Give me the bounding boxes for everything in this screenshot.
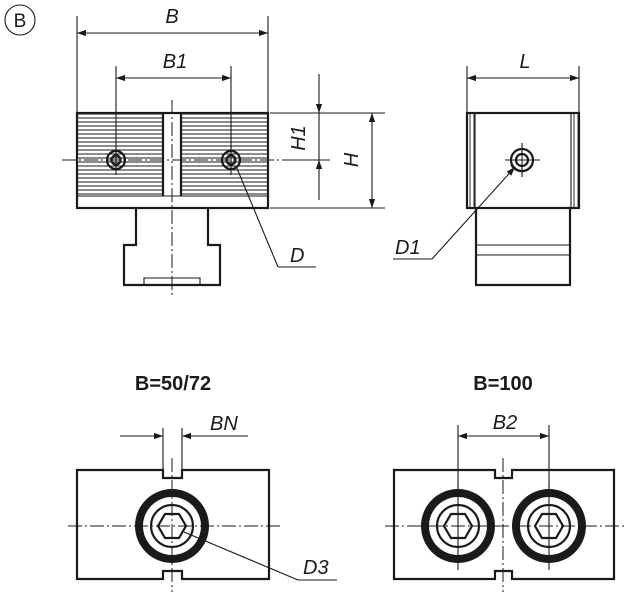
dim-label-bn: BN xyxy=(210,413,238,435)
callout-d3: D3 xyxy=(303,557,329,579)
bottom-view-large: B=100 B2 xyxy=(385,373,625,592)
view-badge: B xyxy=(4,4,36,36)
leader-d1 xyxy=(431,166,516,260)
callout-d1: D1 xyxy=(395,237,421,259)
jaw-outline xyxy=(465,111,581,210)
dim-label-b: B xyxy=(165,6,178,28)
jaw-plan-outline-large xyxy=(392,468,616,581)
dim-label-l: L xyxy=(519,51,530,73)
leader-d xyxy=(235,165,279,268)
heading-b-100: B=100 xyxy=(473,373,533,395)
dim-label-b1: B1 xyxy=(163,51,187,73)
dim-label-h: H xyxy=(341,152,363,167)
hex-socket-left xyxy=(442,512,474,540)
heading-b-50-72: B=50/72 xyxy=(135,373,211,395)
side-view: B B1 H1 H D xyxy=(62,6,385,295)
end-view: L D1 xyxy=(393,51,581,287)
callout-d: D xyxy=(290,245,304,267)
jaw-foot xyxy=(474,208,572,287)
dim-label-h1: H1 xyxy=(288,125,310,151)
dim-label-b2: B2 xyxy=(493,412,517,434)
leader-d3 xyxy=(183,531,299,581)
bottom-view-small: B=50/72 BN D3 xyxy=(68,373,337,592)
view-badge-letter: B xyxy=(14,11,27,32)
